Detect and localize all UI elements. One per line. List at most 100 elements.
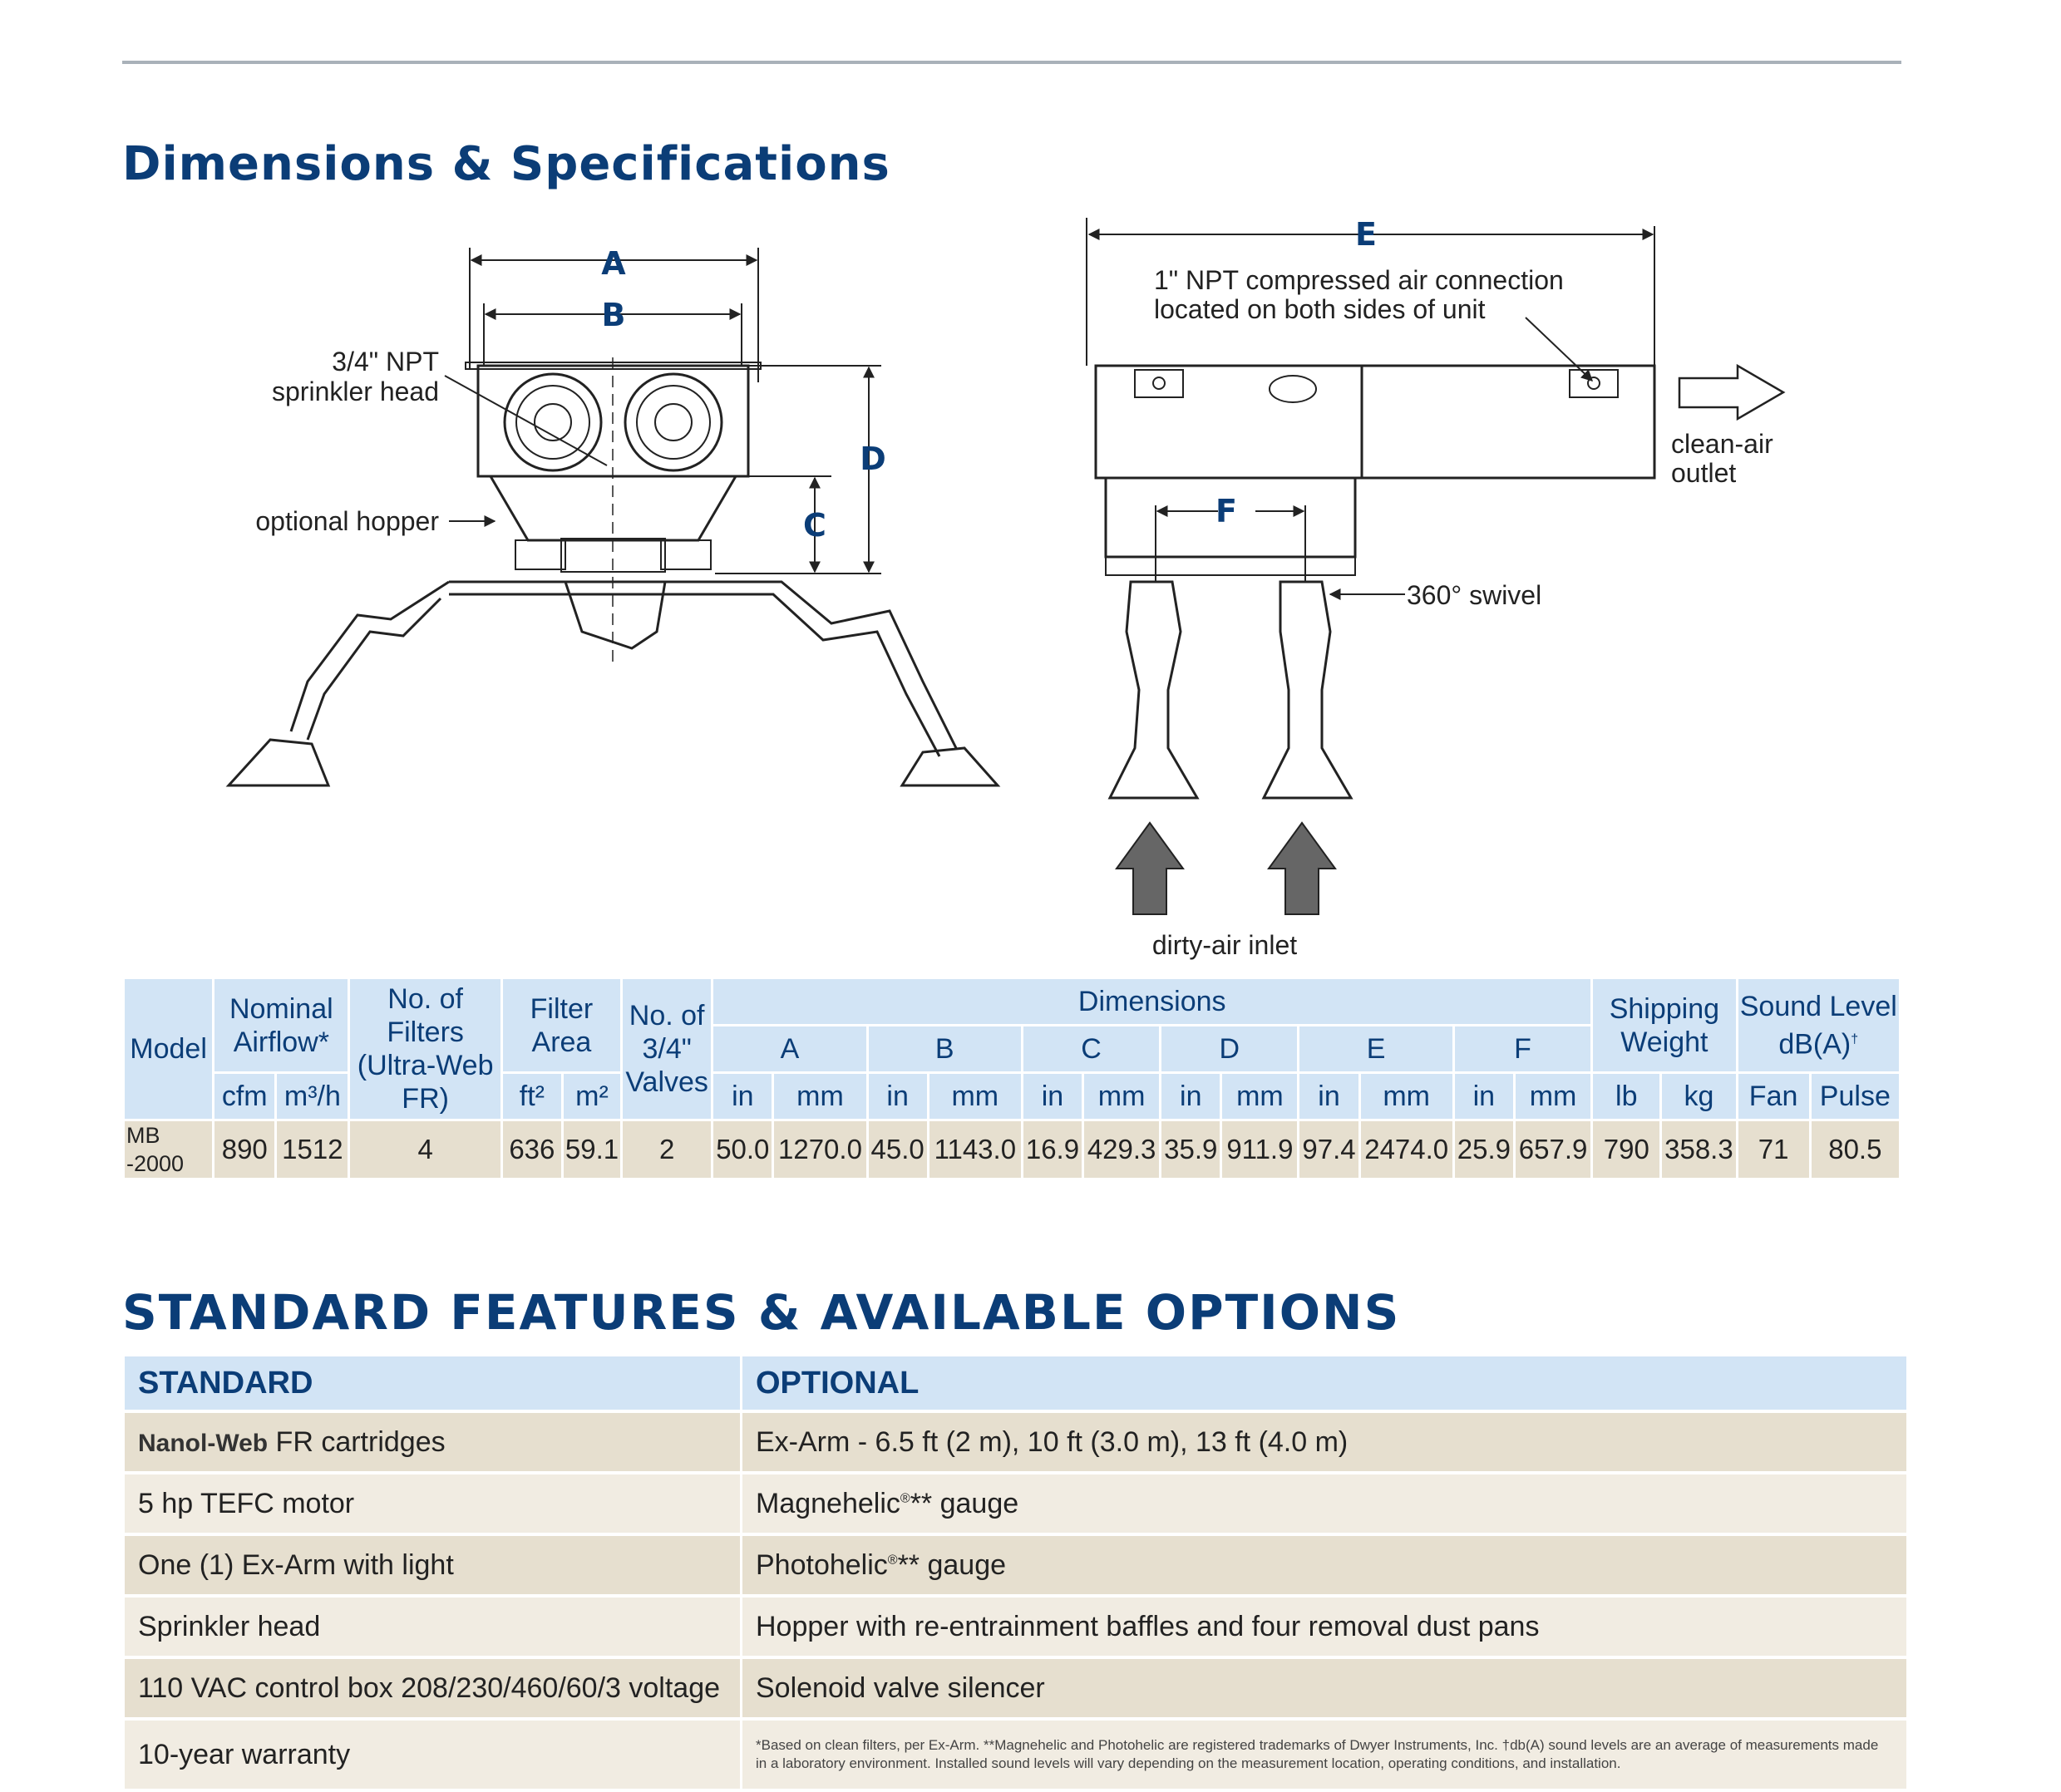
optional-item: Magnehelic®** gauge [742, 1474, 1906, 1533]
top-rule [122, 61, 1901, 64]
standard-item: 10-year warranty [125, 1721, 740, 1789]
table-row: 10-year warranty *Based on clean filters… [125, 1721, 1906, 1789]
air-connection-label-line1: 1" NPT compressed air connection [1154, 265, 1564, 295]
unit-c-in: in [1023, 1074, 1082, 1121]
cell-d-in: 35.9 [1161, 1121, 1220, 1178]
unit-lb: lb [1593, 1074, 1660, 1121]
unit-f-in: in [1454, 1074, 1513, 1121]
header-dim-d: D [1161, 1026, 1298, 1074]
optional-item: Solenoid valve silencer [742, 1659, 1906, 1717]
outlet-label-line1: clean-air [1671, 429, 1773, 459]
dim-label-f: F [1215, 493, 1237, 529]
standard-item: Sprinkler head [125, 1598, 740, 1656]
header-valves: No. of 3/4" Valves [623, 979, 712, 1121]
table-row: 5 hp TEFC motor Magnehelic®** gauge [125, 1474, 1906, 1533]
sprinkler-label-line1: 3/4" NPT [332, 347, 439, 377]
cell-c-mm: 429.3 [1084, 1121, 1160, 1178]
header-dim-b: B [868, 1026, 1021, 1074]
cell-model: MB-2000 [125, 1121, 213, 1178]
footnote: *Based on clean filters, per Ex-Arm. **M… [742, 1721, 1906, 1789]
inlet-arrow-right [1267, 821, 1337, 915]
cell-filters: 4 [350, 1121, 500, 1178]
standard-item: One (1) Ex-Arm with light [125, 1536, 740, 1594]
front-view-drawing [225, 248, 1001, 787]
table-row: One (1) Ex-Arm with light Photohelic®** … [125, 1536, 1906, 1594]
sprinkler-label-line2: sprinkler head [272, 377, 439, 406]
standard-item: 110 VAC control box 208/230/460/60/3 vol… [125, 1659, 740, 1717]
unit-b-mm: mm [929, 1074, 1021, 1121]
spec-table: Model Nominal Airflow* No. of Filters (U… [122, 979, 1901, 1178]
dim-label-e: E [1355, 216, 1377, 253]
inlet-label: dirty-air inlet [1152, 930, 1297, 960]
dim-label-c: C [803, 507, 826, 544]
unit-m2: m² [563, 1074, 621, 1121]
table-row: Nanol-Web FR cartridges Ex-Arm - 6.5 ft … [125, 1413, 1906, 1471]
header-optional: OPTIONAL [742, 1356, 1906, 1410]
optional-item: Photohelic®** gauge [742, 1536, 1906, 1594]
unit-fan: Fan [1738, 1074, 1809, 1121]
unit-a-mm: mm [774, 1074, 866, 1121]
unit-a-in: in [713, 1074, 772, 1121]
header-filter-area: Filter Area [502, 979, 621, 1074]
header-shipping-weight: Shipping Weight [1593, 979, 1736, 1074]
cell-f-in: 25.9 [1454, 1121, 1513, 1178]
inlet-arrow-left [1115, 821, 1185, 915]
unit-cfm: cfm [214, 1074, 275, 1121]
header-airflow: Nominal Airflow* [214, 979, 348, 1074]
standard-item: Nanol-Web FR cartridges [125, 1413, 740, 1471]
header-standard: STANDARD [125, 1356, 740, 1410]
dim-label-d: D [860, 441, 886, 477]
standard-item: 5 hp TEFC motor [125, 1474, 740, 1533]
cell-a-mm: 1270.0 [774, 1121, 866, 1178]
unit-b-in: in [868, 1074, 927, 1121]
cell-c-in: 16.9 [1023, 1121, 1082, 1178]
cell-fan: 71 [1738, 1121, 1809, 1178]
cell-kg: 358.3 [1662, 1121, 1736, 1178]
cell-b-mm: 1143.0 [929, 1121, 1021, 1178]
unit-e-in: in [1299, 1074, 1358, 1121]
unit-m3h: m³/h [277, 1074, 348, 1121]
unit-e-mm: mm [1360, 1074, 1452, 1121]
dim-label-b: B [602, 297, 626, 333]
features-table: STANDARD OPTIONAL Nanol-Web FR cartridge… [122, 1353, 1909, 1792]
unit-diagrams: A B C D 3/4" NPT sprinkler head optional… [225, 216, 1786, 960]
cell-cfm: 890 [214, 1121, 275, 1178]
cell-m2: 59.1 [563, 1121, 621, 1178]
dimensions-heading: Dimensions & Specifications [122, 137, 890, 191]
cell-a-in: 50.0 [713, 1121, 772, 1178]
unit-d-mm: mm [1222, 1074, 1298, 1121]
dim-label-a: A [601, 245, 626, 282]
header-dim-e: E [1299, 1026, 1452, 1074]
header-dim-c: C [1023, 1026, 1160, 1074]
unit-pulse: Pulse [1811, 1074, 1899, 1121]
optional-item: Hopper with re-entrainment baffles and f… [742, 1598, 1906, 1656]
header-filters: No. of Filters (Ultra-Web FR) [350, 979, 500, 1121]
cell-lb: 790 [1593, 1121, 1660, 1178]
cell-d-mm: 911.9 [1222, 1121, 1298, 1178]
unit-ft2: ft² [502, 1074, 561, 1121]
unit-kg: kg [1662, 1074, 1736, 1121]
hopper-label: optional hopper [255, 506, 439, 536]
table-row: MB-2000 890 1512 4 636 59.1 2 50.0 1270.… [125, 1121, 1899, 1178]
header-sound-level: Sound Level dB(A)† [1738, 979, 1899, 1074]
swivel-label: 360° swivel [1407, 580, 1541, 610]
side-view-drawing [1086, 218, 1786, 800]
cell-pulse: 80.5 [1811, 1121, 1899, 1178]
header-model: Model [125, 979, 213, 1121]
air-connection-label-line2: located on both sides of unit [1154, 294, 1486, 324]
table-row: 110 VAC control box 208/230/460/60/3 vol… [125, 1659, 1906, 1717]
optional-item: Ex-Arm - 6.5 ft (2 m), 10 ft (3.0 m), 13… [742, 1413, 1906, 1471]
cell-f-mm: 657.9 [1515, 1121, 1591, 1178]
cell-b-in: 45.0 [868, 1121, 927, 1178]
table-row: Sprinkler head Hopper with re-entrainmen… [125, 1598, 1906, 1656]
header-dim-a: A [713, 1026, 866, 1074]
cell-ft2: 636 [502, 1121, 561, 1178]
cell-e-mm: 2474.0 [1360, 1121, 1452, 1178]
header-dim-f: F [1454, 1026, 1591, 1074]
features-heading: STANDARD FEATURES & AVAILABLE OPTIONS [122, 1284, 1401, 1341]
cell-m3h: 1512 [277, 1121, 348, 1178]
cell-e-in: 97.4 [1299, 1121, 1358, 1178]
header-dimensions: Dimensions [713, 979, 1591, 1026]
outlet-label-line2: outlet [1671, 458, 1736, 488]
unit-d-in: in [1161, 1074, 1220, 1121]
